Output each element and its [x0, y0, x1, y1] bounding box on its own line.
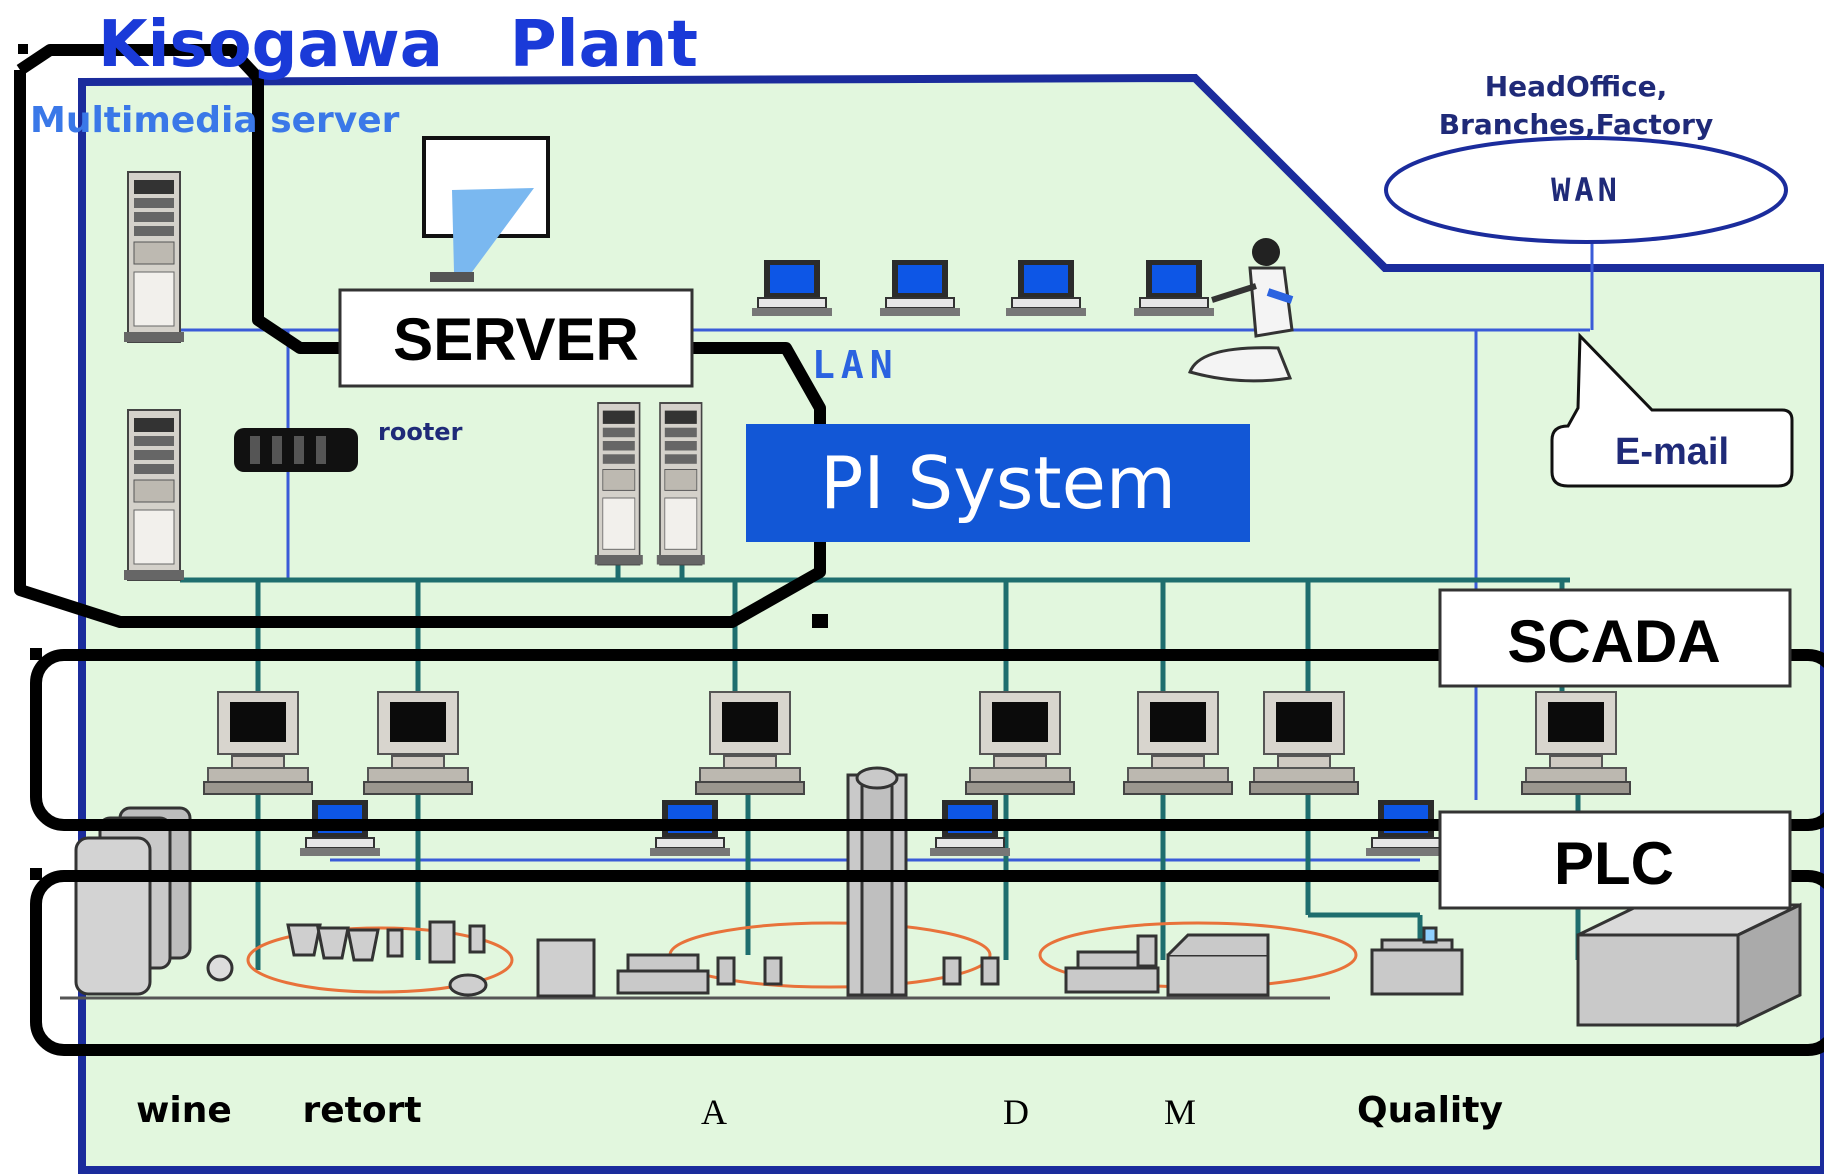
multimedia-server-label: Multimedia server [30, 100, 400, 141]
wan-heading-line2: Branches,Factory [1439, 108, 1713, 141]
router-icon [234, 428, 358, 472]
wan-label: WAN [1551, 171, 1621, 209]
label-quality: Quality [1357, 1090, 1503, 1131]
scada-pc-wine [203, 691, 313, 795]
lan-label: LAN [812, 343, 899, 387]
plc-box: PLC [1438, 810, 1792, 910]
scada-pc-right [1521, 691, 1631, 795]
label-a: A [701, 1092, 727, 1132]
email-callout: E-mail [1550, 332, 1794, 488]
server-label: SERVER [393, 306, 639, 373]
scada-pc-m [1123, 691, 1233, 795]
server-tower [123, 409, 185, 581]
label-d: D [1003, 1092, 1029, 1132]
rooter-label: rooter [378, 418, 463, 446]
operator-person-icon [1188, 238, 1294, 383]
pi-server-tower-1 [593, 402, 644, 566]
multimedia-server-tower [123, 171, 185, 343]
scada-pc-retort [363, 691, 473, 795]
pi-system-box: PI System [746, 424, 1250, 542]
plc-label: PLC [1554, 830, 1674, 897]
lan-terminal-2 [879, 259, 961, 317]
equipment-quality [1370, 902, 1802, 1028]
server-box: SERVER [338, 288, 694, 388]
scada-pc-d [965, 691, 1075, 795]
equipment-wine-tanks [74, 806, 234, 996]
projection-screen-icon [422, 136, 550, 282]
label-m: M [1164, 1092, 1196, 1132]
equipment-retort [286, 920, 596, 998]
label-retort: retort [302, 1090, 421, 1131]
pi-system-outline [16, 44, 346, 354]
scada-pc-quality [1249, 691, 1359, 795]
label-wine: wine [136, 1090, 232, 1131]
lan-terminal-1 [751, 259, 833, 317]
system-outlines [14, 44, 1824, 1056]
lan-terminal-4 [1133, 259, 1215, 317]
email-label: E-mail [1615, 431, 1729, 473]
plant-title: Kisogawa Plant [98, 8, 698, 82]
scada-box: SCADA [1438, 588, 1792, 688]
lan-terminal-3 [1005, 259, 1087, 317]
pi-system-label: PI System [820, 441, 1176, 525]
scada-pc-a [695, 691, 805, 795]
wan-cloud: WAN [1384, 136, 1788, 244]
scada-outline [30, 649, 1824, 831]
equipment-m [1064, 933, 1270, 997]
wan-heading-line1: HeadOffice, [1485, 70, 1668, 103]
scada-label: SCADA [1507, 608, 1720, 675]
pi-server-tower-2 [655, 402, 706, 566]
plc-outline [30, 870, 1824, 1056]
equipment-a [616, 766, 1000, 997]
